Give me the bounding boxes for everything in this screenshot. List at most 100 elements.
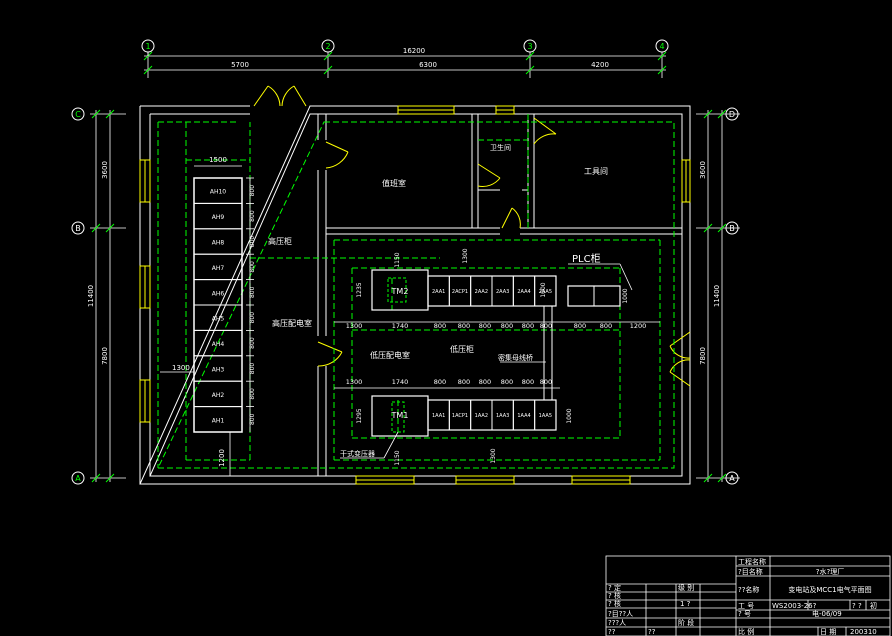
tb-approve-label: ? 定 [608, 583, 621, 592]
hv-cabinet-label: AH5 [212, 316, 225, 323]
dim-left-1: 3600 [101, 161, 109, 179]
dim-total: 16200 [403, 47, 425, 55]
axis-bubble-left-a: A [71, 471, 85, 485]
axis-bubble-left-c: C [71, 107, 85, 121]
axis-label: 1 [145, 42, 150, 51]
room-duty: 值班室 [382, 178, 406, 188]
leader-lines [340, 361, 546, 459]
tm2-clearance-dim: 1150 [394, 252, 401, 267]
hv-cabinet-label: 高压柜 [268, 236, 292, 246]
lv-dim-value: 800 [434, 378, 446, 386]
bus-gap-bottom-dim: 1000 [566, 408, 573, 423]
lv-cabinet-label: 低压柜 [450, 344, 474, 354]
tb-grade-value: 初 [870, 601, 877, 610]
hv-cabinet-height: 800 [249, 286, 256, 298]
hv-cabinet-label: AH8 [212, 240, 225, 247]
tm2-depth-dim: 1235 [356, 282, 363, 297]
lv-panel-label: 1AA3 [496, 413, 509, 419]
hv-cabinet-label: AH1 [212, 417, 225, 424]
tb-review-label: ? 核 [608, 591, 621, 600]
tm2-top-dim: 1300 [462, 248, 469, 263]
dimension-lines [90, 52, 740, 482]
axis-ticks [91, 51, 727, 483]
dim-right-total: 11400 [713, 285, 721, 307]
lv-panel-label: 1AA4 [517, 413, 530, 419]
tb-row-a: ?? [608, 628, 616, 636]
tb-check-label: ? 核 [608, 599, 621, 608]
lv-panel-label: 1AA5 [539, 413, 552, 419]
lv-panel-label: 2AA3 [496, 289, 509, 295]
hv-bottom-dim: 1200 [218, 449, 226, 467]
transformer-label: 干式变压器 [340, 449, 375, 458]
lv-panel-label: 1AA2 [475, 413, 488, 419]
room-lv: 低压配电室 [370, 350, 410, 360]
axis-label: A [729, 474, 735, 483]
bus-bridge-label: 密集母线桥 [498, 353, 533, 362]
tb-date-value: 200310 [850, 628, 877, 636]
tb-scale-label: 比 例 [738, 627, 754, 636]
axis-label: C [75, 110, 81, 119]
transformer-tm1: TM1 [391, 411, 409, 420]
title-block [605, 555, 891, 636]
axis-label: 2 [325, 42, 330, 51]
hv-cabinet-label: AH4 [212, 341, 225, 348]
tb-drawing-no-label: ? 号 [738, 610, 751, 618]
hv-cabinet-label: AH10 [210, 189, 226, 196]
hv-cabinet-height: 800 [249, 363, 256, 375]
lv-panel-label: 2AA2 [475, 289, 488, 295]
tm1-clearance-dim: 1150 [394, 450, 401, 465]
plc-label: PLC柜 [572, 252, 601, 265]
axis-label: A [75, 474, 81, 483]
lv-dim-value: 800 [479, 378, 491, 386]
tb-level-label: 级 别 [678, 583, 694, 592]
axis-bubble-right-a: A [725, 471, 739, 485]
lv-panel-label: 2AA1 [432, 289, 445, 295]
tb-date-label: 日 期 [820, 628, 836, 636]
dim-right-2: 7800 [699, 347, 707, 365]
dim-left-total: 11400 [87, 285, 95, 307]
tb-level-value: 1 ? [680, 600, 691, 608]
hv-cabinet-height: 800 [249, 185, 256, 197]
lv-dim-value: 800 [501, 378, 513, 386]
lv-dim-value: 1300 [346, 322, 363, 330]
lv-dim-value: 1300 [346, 378, 363, 386]
hv-cabinet-label: AH6 [212, 290, 225, 297]
lv-dim-value: 800 [600, 322, 612, 330]
tb-drawing-label: ??名称 [738, 585, 759, 594]
lv-dim-value: 800 [479, 322, 491, 330]
dim-left-2: 7800 [101, 347, 109, 365]
axis-bubble-top-2: 2 [321, 39, 335, 53]
hv-cabinet-label: AH9 [212, 214, 225, 221]
room-hv: 高压配电室 [272, 318, 312, 328]
lv-panel-label: 2AA5 [539, 289, 552, 295]
room-labels: 值班室 卫生间 工具间 高压配电室 低压配电室 高压柜 低压柜 密集母线桥 干式… [268, 143, 608, 458]
axis-label: B [75, 224, 81, 233]
hv-cabinet-height: 800 [249, 261, 256, 273]
lv-panel-label: 1AA1 [432, 413, 445, 419]
hv-cabinet-height: 800 [249, 210, 256, 222]
hv-cabinet [193, 406, 243, 433]
axis-label: D [729, 110, 735, 119]
lv-dim-value: 1740 [392, 322, 409, 330]
axis-bubble-right-b: B [725, 221, 739, 235]
hv-left-dim: 1300 [172, 364, 190, 372]
tm1-depth-dim: 1295 [356, 408, 363, 423]
tb-job-label: 工 号 [738, 602, 754, 610]
hv-cabinet-height: 800 [249, 413, 256, 425]
lv-dim-value: 800 [458, 322, 470, 330]
axis-label: 4 [659, 42, 664, 51]
bus-gap-top-dim: 1000 [540, 282, 547, 297]
lv-dim-value: 800 [540, 322, 552, 330]
tb-designer-label: ?目??人 [608, 610, 633, 618]
tb-discipline-label: ???人 [608, 619, 626, 627]
hv-cabinet-label: AH3 [212, 367, 225, 374]
room-toilet: 卫生间 [490, 143, 511, 152]
tb-drawing-value: 变电站及MCC1电气平面图 [788, 585, 871, 594]
hv-cabinet-label: AH2 [212, 392, 225, 399]
